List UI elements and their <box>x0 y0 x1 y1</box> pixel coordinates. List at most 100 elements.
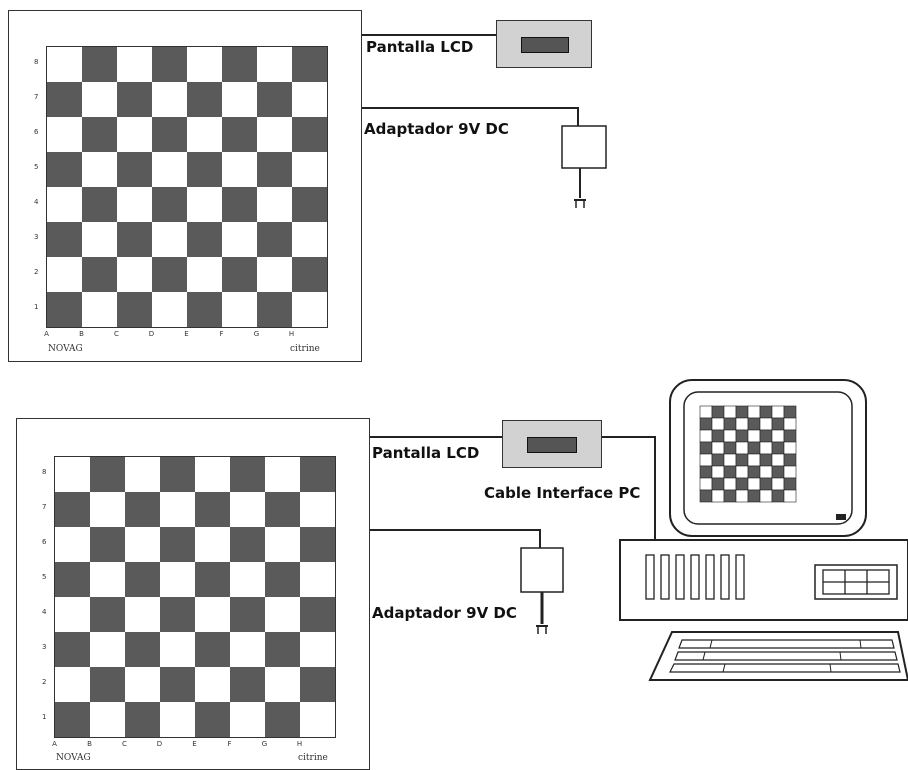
board-square <box>222 187 257 222</box>
file-label: F <box>212 740 247 748</box>
mini-board-square <box>784 478 796 490</box>
mini-board-square <box>724 406 736 418</box>
rank-label: 4 <box>42 608 46 616</box>
board-square <box>187 152 222 187</box>
board-square <box>195 457 230 492</box>
board-square <box>47 222 82 257</box>
board-square <box>90 527 125 562</box>
rank-label: 5 <box>42 573 46 581</box>
board-square <box>222 222 257 257</box>
mini-board-square <box>760 442 772 454</box>
lcd-screen-bottom <box>527 437 577 453</box>
mini-board-square <box>736 418 748 430</box>
mini-board-square <box>712 454 724 466</box>
board-square <box>257 117 292 152</box>
board-square <box>90 492 125 527</box>
board-square <box>55 702 90 737</box>
file-label: E <box>169 330 204 338</box>
board-square <box>82 117 117 152</box>
label-lcd-top: Pantalla LCD <box>366 38 473 56</box>
computer-case-icon <box>620 540 908 620</box>
file-label: H <box>274 330 309 338</box>
board-square <box>82 152 117 187</box>
board-square <box>82 187 117 222</box>
board-square <box>300 667 335 702</box>
board-square <box>160 457 195 492</box>
board-square <box>195 632 230 667</box>
mini-board-square <box>748 478 760 490</box>
mini-board-square <box>712 478 724 490</box>
board-square <box>160 702 195 737</box>
file-label: E <box>177 740 212 748</box>
board-square <box>117 152 152 187</box>
board-square <box>187 292 222 327</box>
chessboard-top <box>46 46 328 328</box>
mini-board-square <box>760 454 772 466</box>
mini-board-square <box>784 406 796 418</box>
board-square <box>160 667 195 702</box>
board-square <box>152 292 187 327</box>
rank-label: 3 <box>34 233 38 241</box>
board-square <box>82 47 117 82</box>
rank-label: 7 <box>42 503 46 511</box>
label-lcd-bottom: Pantalla LCD <box>372 444 479 462</box>
board-square <box>117 257 152 292</box>
mini-board-square <box>760 466 772 478</box>
rank-label: 2 <box>34 268 38 276</box>
board-square <box>82 82 117 117</box>
mini-board-square <box>700 454 712 466</box>
board-square <box>55 562 90 597</box>
board-square <box>187 257 222 292</box>
board-square <box>152 47 187 82</box>
wire-adapter-bottom <box>370 530 540 548</box>
board-square <box>187 47 222 82</box>
mini-board-square <box>700 442 712 454</box>
board-square <box>117 117 152 152</box>
mini-board-square <box>784 442 796 454</box>
board-square <box>265 667 300 702</box>
board-square <box>265 527 300 562</box>
file-label: D <box>134 330 169 338</box>
board-square <box>265 597 300 632</box>
board-square <box>125 527 160 562</box>
board-square <box>300 702 335 737</box>
board-square <box>82 222 117 257</box>
board-square <box>230 527 265 562</box>
board-square <box>195 702 230 737</box>
mini-board-square <box>772 442 784 454</box>
file-label: A <box>29 330 64 338</box>
board-square <box>292 47 327 82</box>
board-square <box>47 47 82 82</box>
file-label: F <box>204 330 239 338</box>
file-label: C <box>99 330 134 338</box>
board-square <box>292 187 327 222</box>
board-square <box>257 222 292 257</box>
brand-top: NOVAG <box>48 344 83 354</box>
board-square <box>222 82 257 117</box>
board-square <box>257 187 292 222</box>
rank-label: 8 <box>42 468 46 476</box>
mini-board-square <box>736 406 748 418</box>
mini-board-square <box>724 418 736 430</box>
board-square <box>152 257 187 292</box>
model-top: citrine <box>290 344 320 354</box>
mini-board-square <box>724 490 736 502</box>
board-square <box>230 492 265 527</box>
mini-board-square <box>712 490 724 502</box>
board-square <box>160 562 195 597</box>
mini-board-square <box>700 478 712 490</box>
mini-board-square <box>748 418 760 430</box>
mini-board-square <box>712 442 724 454</box>
rank-label: 6 <box>42 538 46 546</box>
mini-board-square <box>784 466 796 478</box>
board-square <box>230 667 265 702</box>
board-square <box>125 632 160 667</box>
board-square <box>265 632 300 667</box>
board-square <box>125 562 160 597</box>
file-label: B <box>72 740 107 748</box>
board-square <box>55 632 90 667</box>
board-square <box>82 292 117 327</box>
file-label: G <box>239 330 274 338</box>
plug-top-icon <box>574 200 586 208</box>
board-square <box>300 632 335 667</box>
